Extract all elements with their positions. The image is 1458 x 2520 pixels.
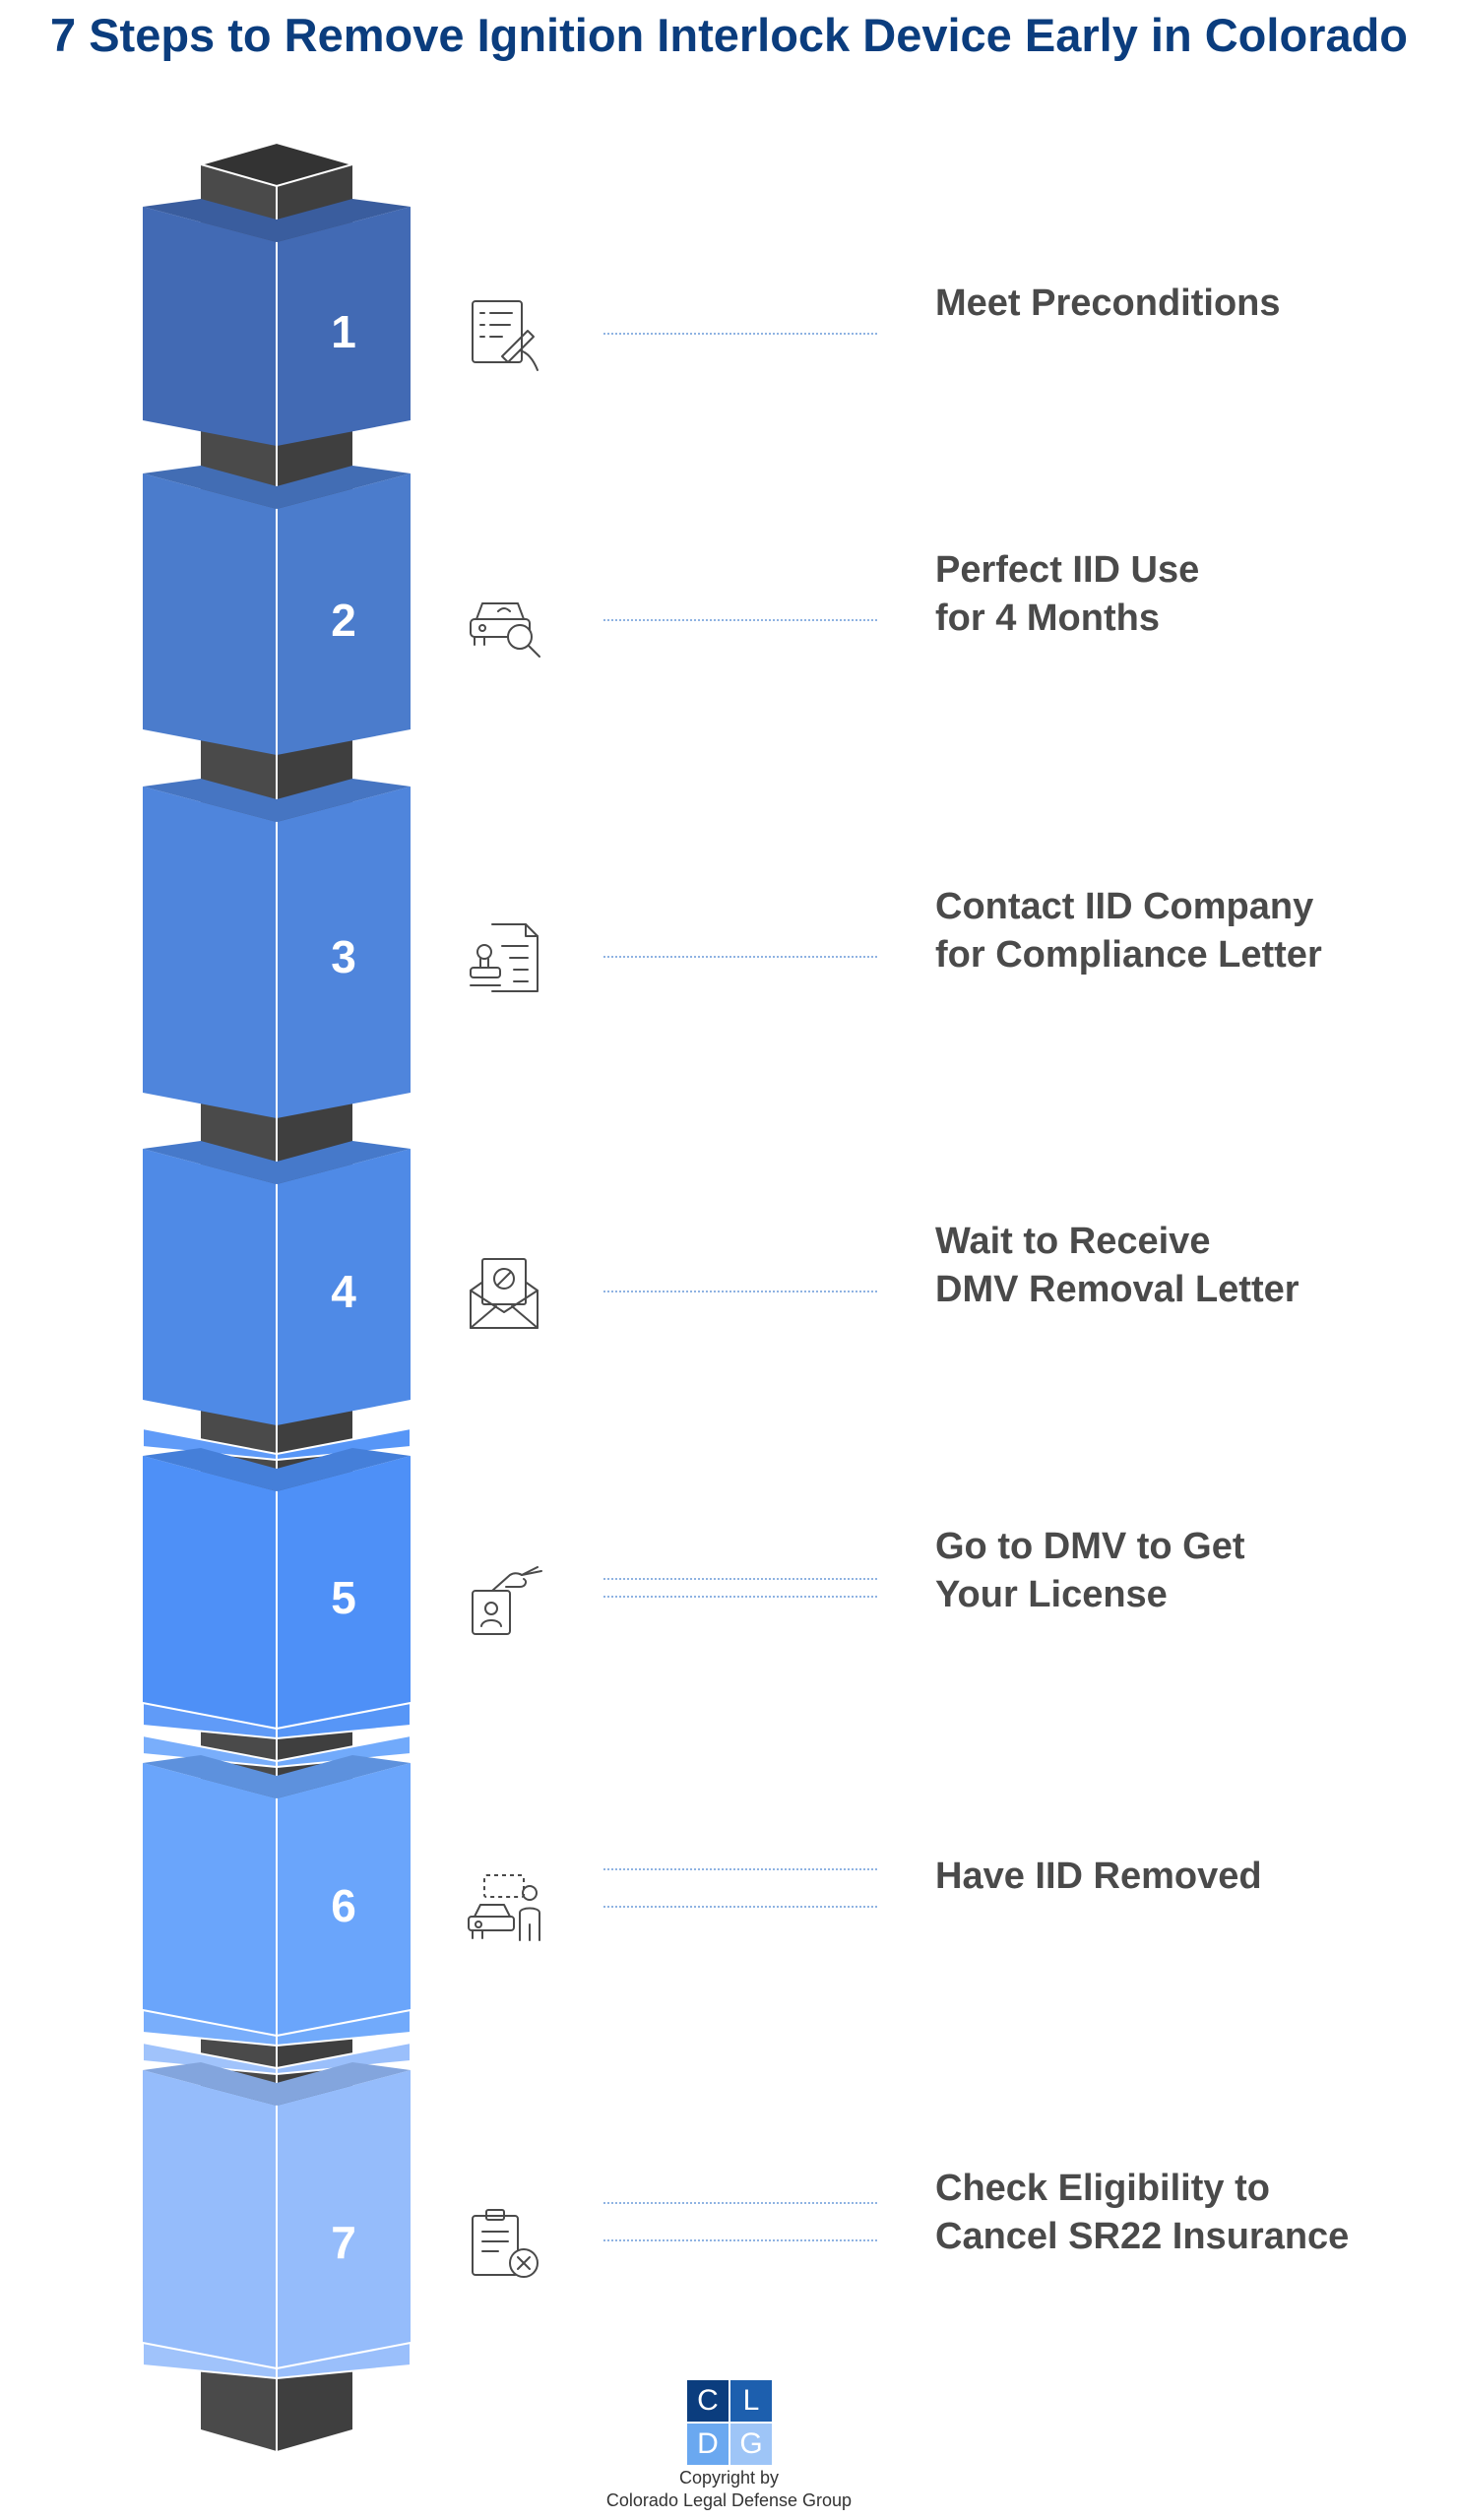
block-6-bottom-plate-right (276, 2008, 412, 2048)
step-7-label-line: Check Eligibility to (935, 2168, 1270, 2209)
step-2-number: 2 (331, 595, 356, 646)
block-7-bottom-plate-right (276, 2341, 412, 2380)
step-1-label-line: Meet Preconditions (935, 283, 1281, 324)
step-3-label-line: for Compliance Letter (935, 934, 1322, 976)
step-7-label: Check Eligibility to Cancel SR22 Insuranc… (935, 2165, 1349, 2261)
logo-letter-l: L (730, 2380, 772, 2422)
block-4-left-face (143, 1149, 277, 1425)
step-7-connector (603, 2202, 877, 2204)
block-3-top-face (143, 779, 411, 822)
logo-letter-c: C (687, 2380, 729, 2422)
envelope-letter-icon (463, 1251, 545, 1334)
step-6-number: 6 (331, 1880, 356, 1931)
step-5-connector (603, 1596, 877, 1598)
company-name: Colorado Legal Defense Group (605, 2490, 853, 2510)
step-7-label-line: Cancel SR22 Insurance (935, 2216, 1350, 2257)
step-2-label: Perfect IID Use for 4 Months (935, 546, 1199, 643)
block-1-left-face (143, 207, 277, 446)
step-6-label-line: Have IID Removed (935, 1856, 1262, 1897)
block-2-left-face (143, 473, 277, 755)
step-6-connector (603, 1906, 877, 1908)
car-magnifier-icon (463, 580, 545, 662)
step-4-number: 4 (331, 1266, 356, 1317)
shaft-top-face (197, 141, 356, 188)
step-5-label-line: Your License (935, 1574, 1168, 1615)
block-3-left-face (143, 787, 277, 1118)
block-4-right-face (277, 1149, 411, 1425)
clipboard-cancel-icon (463, 2202, 545, 2285)
step-6-label: Have IID Removed (935, 1853, 1262, 1901)
block-5-right-face (277, 1456, 411, 1732)
block-3-right-face (277, 787, 411, 1118)
step-5-number: 5 (331, 1572, 356, 1623)
step-2-label-line: for 4 Months (935, 598, 1160, 639)
step-7-connector (603, 2239, 877, 2241)
step-1-connector (603, 333, 877, 335)
block-6-top-face (143, 1755, 411, 1798)
block-5-bottom-plate-right (276, 1701, 412, 1740)
step-1-label: Meet Preconditions (935, 280, 1281, 328)
block-2-top-face (143, 466, 411, 509)
step-2-connector (603, 619, 877, 621)
step-4-label-line: Wait to Receive (935, 1221, 1211, 1262)
block-5-top-plate-right (276, 1426, 412, 1462)
company-logo: C L D G (687, 2380, 772, 2465)
block-6-right-face (277, 1763, 411, 2040)
step-6-connector (603, 1868, 877, 1870)
logo-letter-d: D (687, 2424, 729, 2465)
step-7-number: 7 (331, 2217, 356, 2268)
step-3-connector (603, 956, 877, 958)
car-person-icon (463, 1865, 545, 1948)
step-3-label-line: Contact IID Company (935, 886, 1314, 927)
block-7-top-face (143, 2062, 411, 2106)
block-5-left-face (143, 1456, 277, 1732)
step-4-connector (603, 1291, 877, 1292)
step-5-label-line: Go to DMV to Get (935, 1526, 1245, 1567)
step-1-number: 1 (331, 306, 356, 357)
block-4-top-face (143, 1141, 411, 1184)
checklist-pen-icon (463, 291, 545, 374)
step-5-connector (603, 1578, 877, 1580)
block-5-top-face (143, 1448, 411, 1491)
page-title: 7 Steps to Remove Ignition Interlock Dev… (50, 9, 1408, 61)
block-7-right-face (277, 2070, 411, 2372)
hand-id-card-icon (463, 1557, 545, 1640)
block-6-left-face (143, 1763, 277, 2040)
block-2-right-face (277, 473, 411, 755)
block-7-top-plate-right (276, 2041, 412, 2076)
copyright-line: Copyright by (678, 2468, 780, 2488)
step-3-label: Contact IID Company for Compliance Letter (935, 883, 1322, 979)
block-1-top-face (143, 199, 411, 242)
block-7-left-face (143, 2070, 277, 2372)
step-3-number: 3 (331, 931, 356, 982)
logo-letter-g: G (730, 2424, 772, 2465)
step-4-label-line: DMV Removal Letter (935, 1269, 1300, 1310)
block-1-right-face (277, 207, 411, 446)
step-2-label-line: Perfect IID Use (935, 549, 1200, 591)
block-6-top-plate-right (276, 1733, 412, 1769)
document-stamp-icon (463, 916, 545, 999)
